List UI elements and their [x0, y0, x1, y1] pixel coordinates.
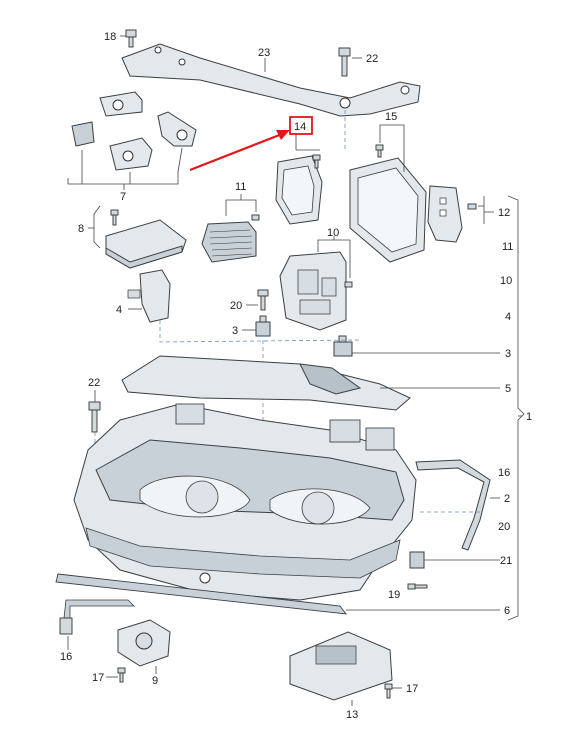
callout-20: 20 — [230, 300, 242, 312]
screw-15 — [375, 144, 384, 158]
cover-gasket-14 — [275, 155, 323, 225]
screw-10 — [344, 281, 353, 288]
callout-22-top: 22 — [366, 53, 378, 65]
callout-22: 22 — [88, 377, 100, 389]
callout-19: 19 — [388, 589, 400, 601]
callout-1: 1 — [526, 411, 532, 423]
screw-14 — [312, 154, 321, 169]
callout-16-right: 16 — [498, 467, 510, 479]
ballast-9 — [117, 619, 171, 667]
heatsink-11 — [201, 221, 257, 263]
callout-17-right: 17 — [406, 683, 418, 695]
adjuster-3-left — [255, 315, 271, 337]
callout-4-right: 4 — [505, 311, 511, 323]
highlight-box-14 — [289, 116, 313, 135]
callout-20-right: 20 — [498, 521, 510, 533]
led-module-10 — [279, 251, 347, 331]
callout-11-right: 11 — [502, 241, 513, 253]
callout-14: 14 — [294, 121, 306, 133]
mounting-bracket — [121, 43, 421, 117]
callout-9: 9 — [152, 675, 158, 687]
screw-11 — [251, 214, 260, 221]
clip-21 — [409, 551, 425, 569]
callout-18: 18 — [104, 31, 116, 43]
callout-8: 8 — [78, 223, 84, 235]
callout-23: 23 — [258, 47, 270, 59]
callout-10-right: 10 — [500, 275, 512, 287]
callout-17-left: 17 — [92, 672, 104, 684]
gasket-15 — [349, 157, 427, 263]
bolt-19 — [407, 583, 428, 590]
callout-12: 12 — [498, 207, 510, 219]
bolt-18 — [125, 29, 137, 48]
callout-21: 21 — [500, 555, 512, 567]
control-unit-13 — [289, 631, 393, 701]
actuator-4 — [127, 269, 171, 323]
trim-strip-2 — [415, 459, 491, 551]
adjuster-3-right — [333, 335, 353, 357]
callout-16: 16 — [60, 651, 72, 663]
callout-10: 10 — [327, 227, 339, 239]
callout-15: 15 — [385, 111, 397, 123]
bolt-17-right — [384, 683, 393, 699]
bracket-set-7 — [71, 91, 197, 171]
upper-cover-5 — [121, 355, 411, 411]
callout-11: 11 — [235, 181, 246, 193]
control-unit-8 — [105, 219, 187, 269]
headlight-housing-1 — [73, 403, 417, 601]
wire-harness-16 — [59, 599, 135, 635]
screw-8 — [110, 209, 119, 226]
callout-3-right: 3 — [505, 348, 511, 360]
module-12 — [427, 185, 463, 243]
seal-strip-6 — [55, 573, 347, 615]
callout-6: 6 — [504, 605, 510, 617]
callout-7: 7 — [120, 191, 126, 203]
bolt-20 — [257, 289, 269, 311]
screw-12 — [467, 203, 477, 210]
bolt-22 — [88, 401, 101, 433]
callout-13: 13 — [346, 709, 358, 721]
callout-2: 2 — [504, 493, 510, 505]
callout-3: 3 — [232, 325, 238, 337]
bolt-17-left — [117, 667, 126, 683]
callout-5: 5 — [505, 383, 511, 395]
bolt-22-top — [338, 47, 351, 77]
callout-4: 4 — [116, 304, 122, 316]
